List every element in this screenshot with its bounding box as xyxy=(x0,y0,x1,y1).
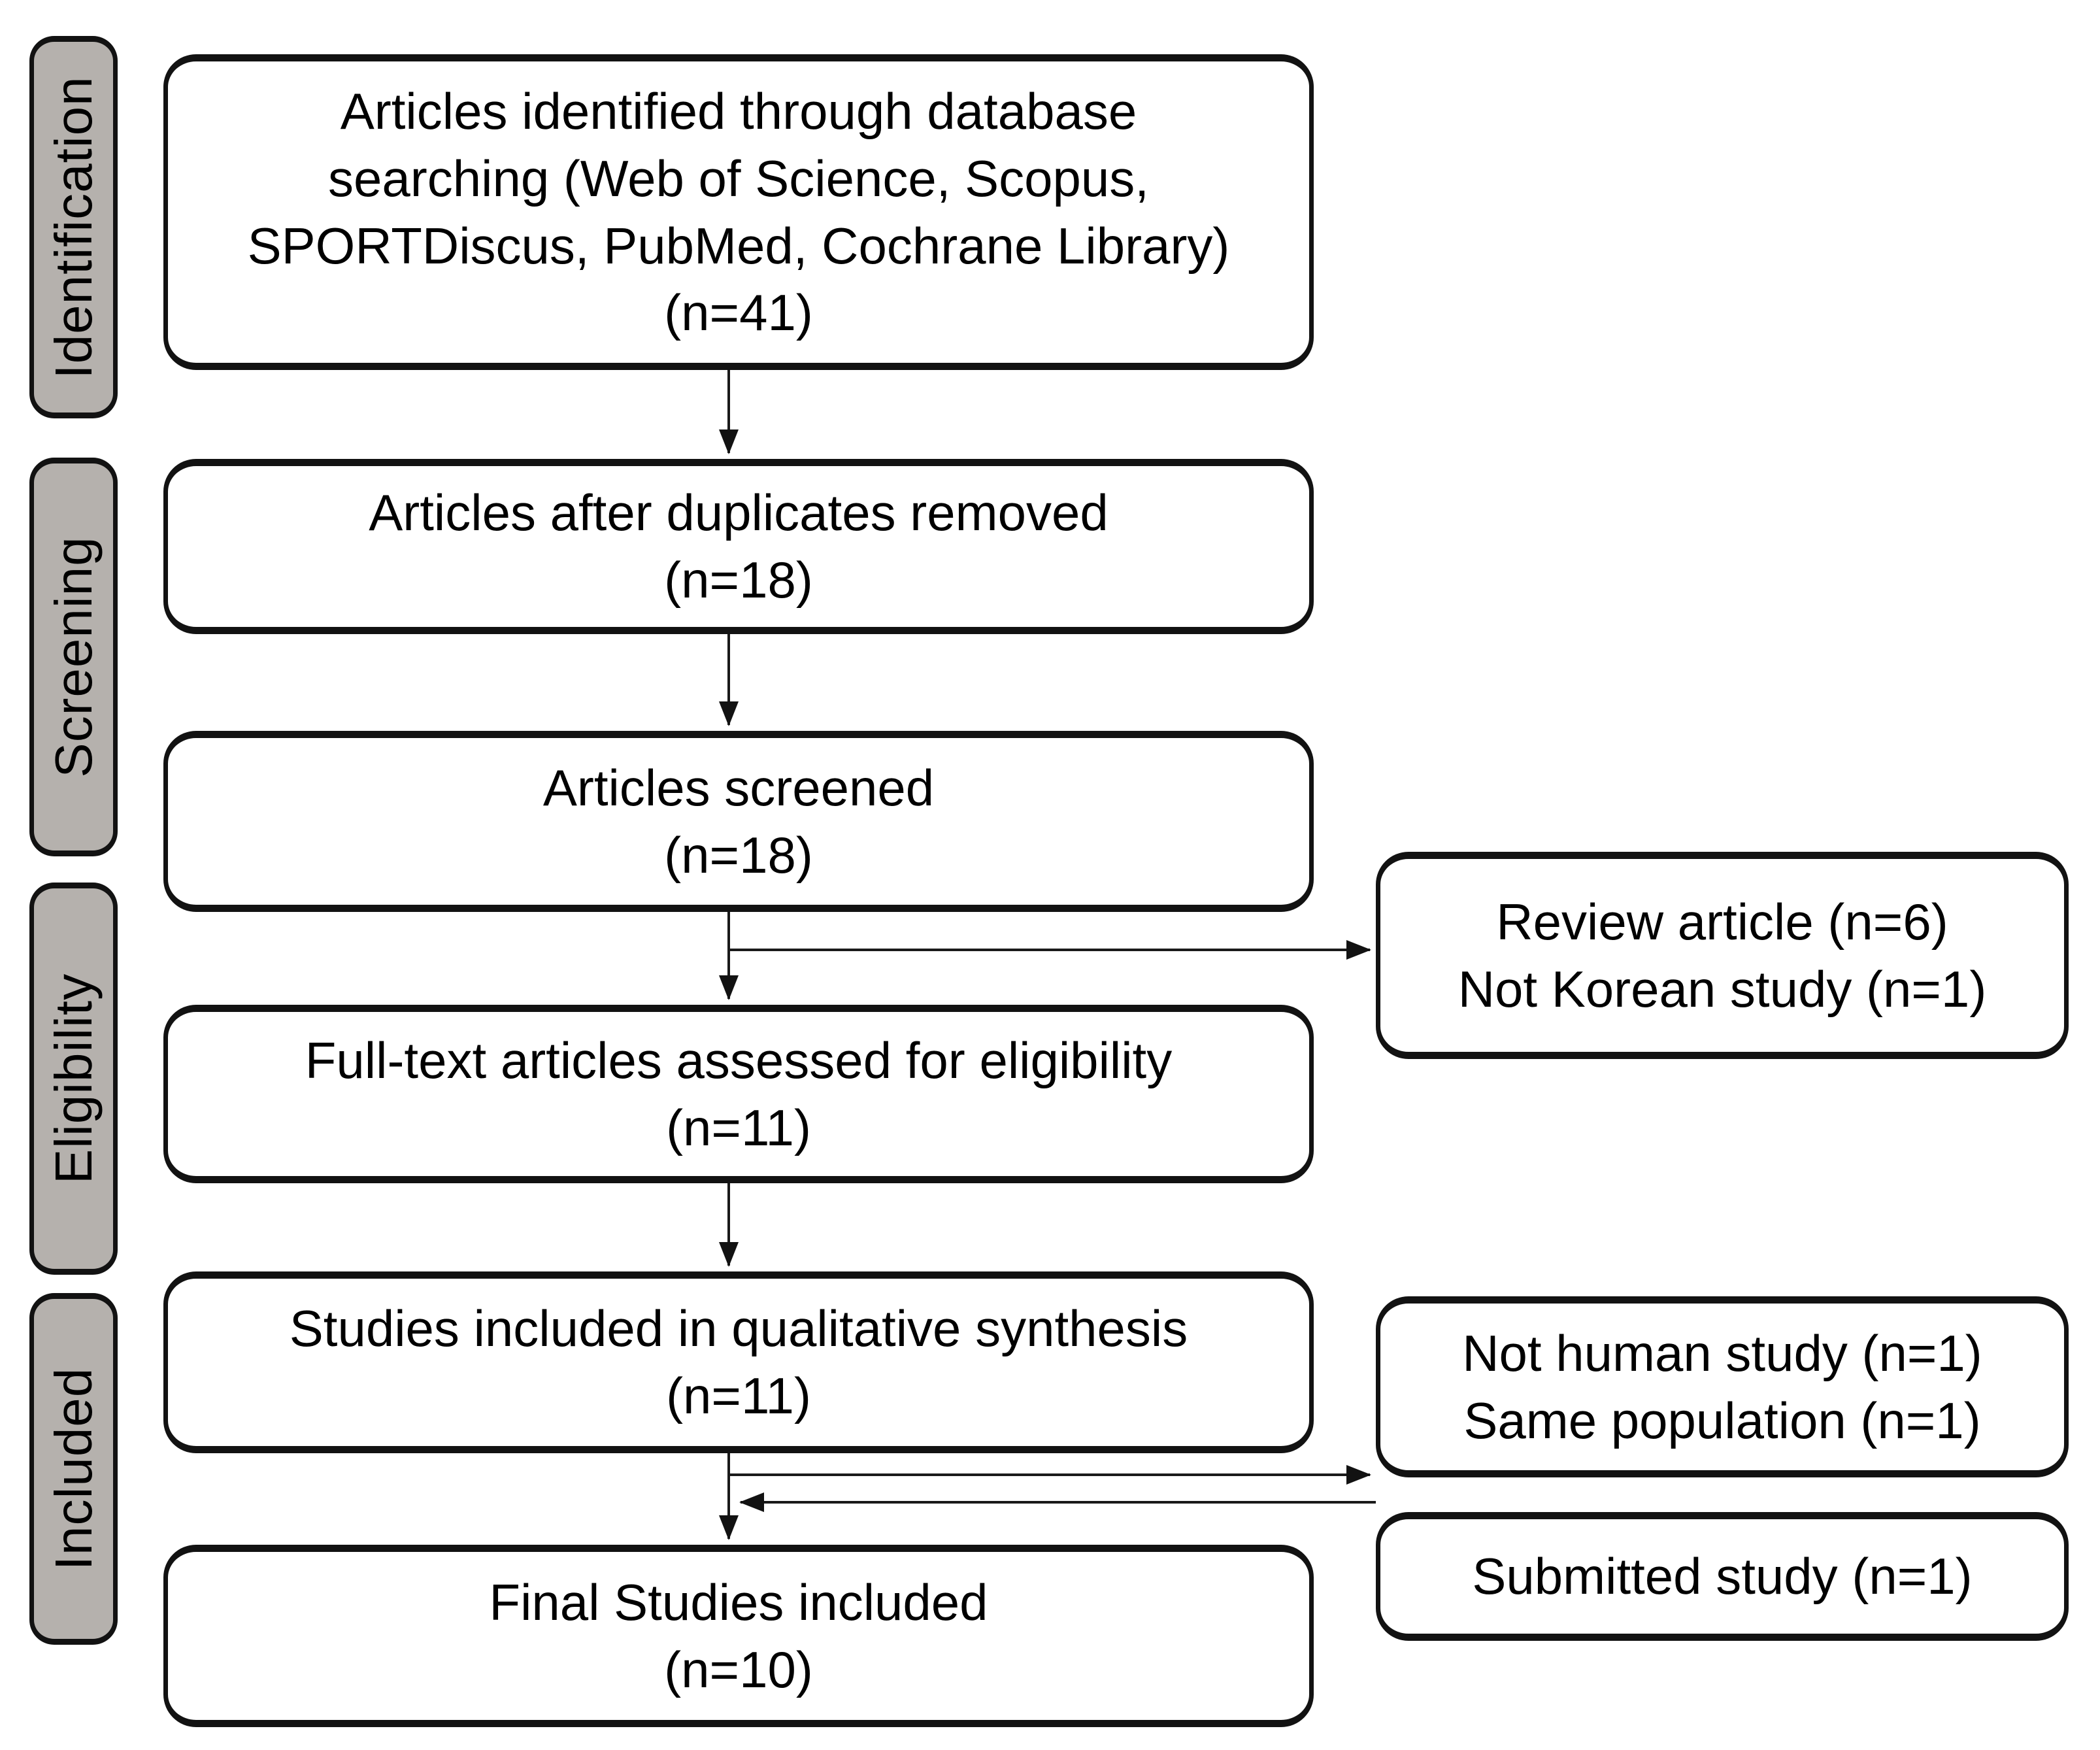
stage-label-eligibility-text: Eligibility xyxy=(44,973,103,1185)
stage-label-eligibility: Eligibility xyxy=(29,883,118,1275)
flow-box-identified-text: Articles identified through database sea… xyxy=(247,82,1230,342)
side-box-eligibility-exclusions: Not human study (n=1) Same population (n… xyxy=(1376,1296,2069,1477)
side-box-submitted-study: Submitted study (n=1) xyxy=(1376,1512,2069,1641)
flow-box-qualitative-synthesis-text: Studies included in qualitative synthesi… xyxy=(289,1300,1188,1424)
flow-box-screened-text: Articles screened (n=18) xyxy=(542,758,935,884)
flow-box-final-included: Final Studies included (n=10) xyxy=(163,1545,1314,1727)
flow-box-identified: Articles identified through database sea… xyxy=(163,54,1314,370)
stage-label-identification-text: Identification xyxy=(44,75,103,379)
side-box-eligibility-exclusions-text: Not human study (n=1) Same population (n… xyxy=(1462,1324,1982,1449)
flow-box-final-included-text: Final Studies included (n=10) xyxy=(489,1573,988,1698)
flow-box-fulltext-assessed: Full-text articles assessed for eligibil… xyxy=(163,1005,1314,1183)
stage-label-screening-text: Screening xyxy=(44,536,103,778)
stage-label-included-text: Included xyxy=(44,1367,103,1571)
flow-box-qualitative-synthesis: Studies included in qualitative synthesi… xyxy=(163,1271,1314,1453)
stage-label-screening: Screening xyxy=(29,458,118,856)
stage-label-identification: Identification xyxy=(29,36,118,418)
flow-box-screened: Articles screened (n=18) xyxy=(163,731,1314,912)
flow-box-fulltext-assessed-text: Full-text articles assessed for eligibil… xyxy=(305,1031,1173,1156)
flow-box-duplicates-removed: Articles after duplicates removed (n=18) xyxy=(163,459,1314,634)
side-box-submitted-study-text: Submitted study (n=1) xyxy=(1472,1547,1973,1606)
stage-label-included: Included xyxy=(29,1293,118,1645)
flow-box-duplicates-removed-text: Articles after duplicates removed (n=18) xyxy=(369,484,1108,609)
side-box-screening-exclusions: Review article (n=6) Not Korean study (n… xyxy=(1376,852,2069,1059)
side-box-screening-exclusions-text: Review article (n=6) Not Korean study (n… xyxy=(1458,892,1987,1018)
